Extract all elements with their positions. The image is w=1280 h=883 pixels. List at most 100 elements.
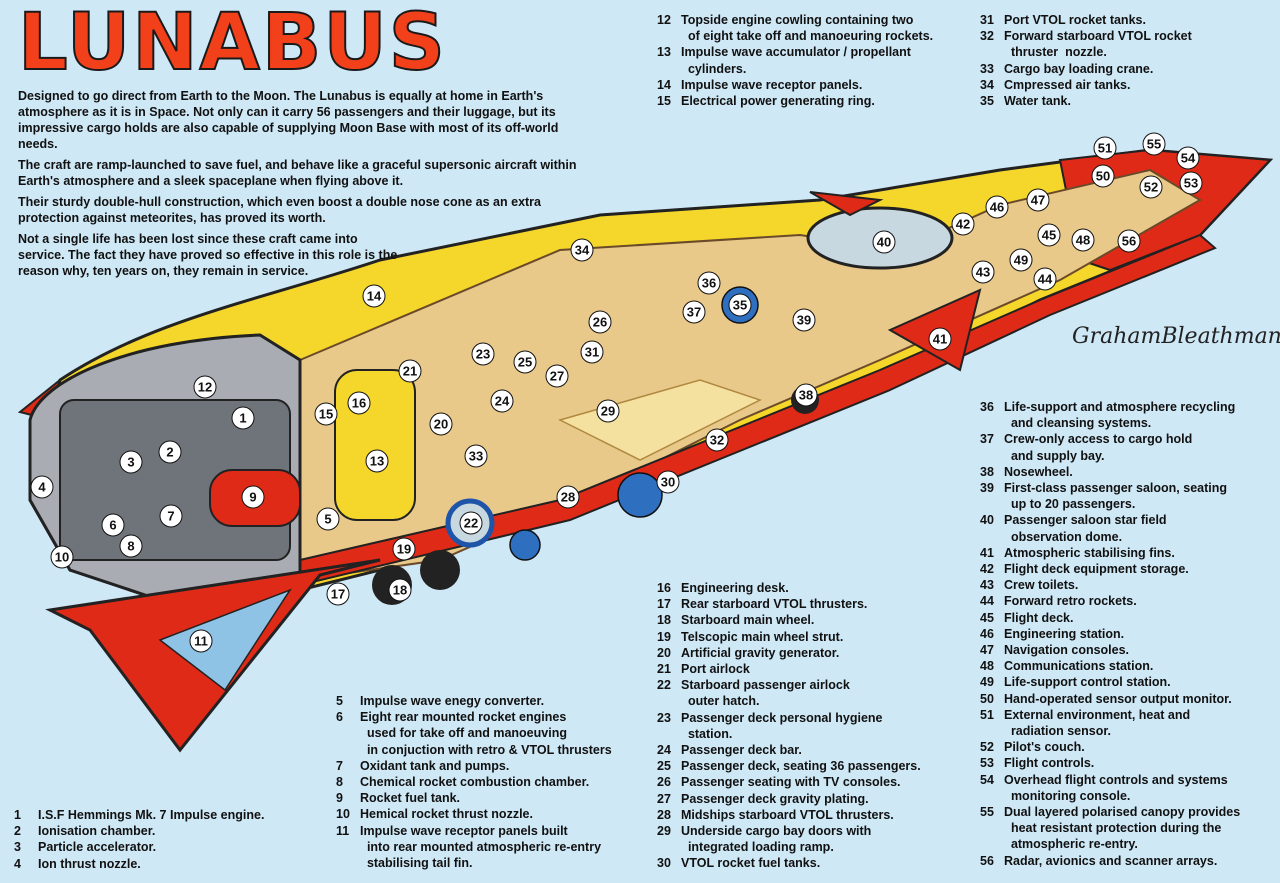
callout-circle [872,230,896,254]
vtol-fuel-tank-1 [617,472,663,518]
intro-paragraph: Not a single life has been lost since th… [18,232,398,278]
callout-number: 17 [331,587,345,602]
vtol-fuel-tank-2 [509,529,541,561]
callout-21: 21 [398,359,422,383]
callout-circle [1142,132,1166,156]
callout-number: 47 [1031,193,1045,208]
callout-number: 45 [1042,228,1056,243]
legend-number: 46 [980,626,994,641]
callout-circle [464,444,488,468]
callout-number: 1 [239,411,246,426]
callout-number: 49 [1014,253,1028,268]
legend-number: 12 [657,13,671,27]
callout-number: 42 [956,217,970,232]
callout-30: 30 [656,470,680,494]
legend-text: Impulse wave enegy converter. [360,694,545,708]
legend-number: 51 [980,707,994,722]
legend-text: Rear starboard VTOL thrusters. [681,597,868,612]
callout-circle [682,300,706,324]
tail-fin-receptor-panels [158,588,292,692]
legend-text: Passenger seating with TV consoles. [681,775,901,790]
legend-text: Rocket fuel tank. [360,791,461,806]
legend-number: 18 [657,613,671,628]
callout-number: 3 [127,455,134,470]
callout-32: 32 [705,428,729,452]
callout-circle [1179,171,1203,195]
callout-31: 31 [580,340,604,364]
main-wheel-2 [420,550,460,590]
callout-circle [1091,164,1115,188]
legend-number: 49 [980,675,994,690]
callout-9: 9 [241,485,265,509]
callout-24: 24 [490,389,514,413]
callout-33: 33 [464,444,488,468]
callout-number: 4 [38,480,46,495]
callout-4: 4 [30,475,54,499]
legend-number: 40 [980,513,994,528]
callout-circle [189,629,213,653]
legend-number: 16 [657,581,671,595]
callout-number: 19 [397,542,411,557]
callout-38: 38 [794,383,818,407]
callout-2: 2 [158,440,182,464]
callout-number: 36 [702,276,716,291]
callout-circle [1176,146,1200,170]
legend-text: Forward starboard VTOL rocket thruster n… [1004,29,1192,60]
legend-number: 19 [657,629,671,644]
legend-text: Passenger deck, seating 36 passengers. [681,759,921,774]
callout-circle [231,406,255,430]
callout-circle [794,383,818,407]
legend-number: 31 [980,13,994,27]
legend-text: Flight deck. [1004,610,1074,625]
legend-text: Starboard main wheel. [681,613,815,628]
callout-circle [697,271,721,295]
legend-number: 47 [980,643,994,658]
callout-circle [1117,229,1141,253]
callout-number: 51 [1098,141,1112,156]
legend-number: 55 [980,805,994,820]
legend-number: 29 [657,824,671,839]
legend-number: 42 [980,562,994,577]
callout-circle [985,195,1009,219]
callout-circle [362,284,386,308]
callout-10: 10 [50,545,74,569]
legend-text: Dual layered polarised canopy provides h… [1004,805,1241,852]
legend-number: 53 [980,756,994,771]
callout-25: 25 [513,350,537,374]
callout-circle [971,260,995,284]
callout-circle [705,428,729,452]
callout-number: 25 [518,355,532,370]
callout-45: 45 [1037,223,1061,247]
callout-37: 37 [682,300,706,324]
callout-circle [314,402,338,426]
callout-29: 29 [596,399,620,423]
legend-number: 28 [657,807,671,822]
legend-text: Ionisation chamber. [38,824,156,839]
legend-text: Port airlock [681,662,750,677]
legend-text: First-class passenger saloon, seating up… [1004,481,1227,512]
callout-circle [656,470,680,494]
legend-number: 17 [657,597,671,612]
legend-text: Particle accelerator. [38,840,157,855]
